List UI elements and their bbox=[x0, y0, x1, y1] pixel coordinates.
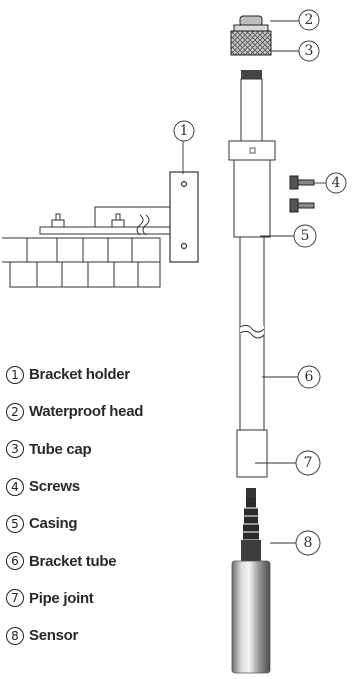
parts-legend: 1 Bracket holder 2 Waterproof head 3 Tub… bbox=[6, 356, 226, 654]
legend-label: Pipe joint bbox=[29, 589, 94, 607]
tube-collar bbox=[228, 140, 276, 161]
callout-2-number: 2 bbox=[305, 12, 314, 28]
legend-label: Bracket tube bbox=[29, 552, 117, 570]
callout-5: 5 bbox=[293, 224, 317, 248]
pipe-joint bbox=[236, 429, 268, 478]
legend-number: 7 bbox=[6, 589, 24, 608]
legend-label: Casing bbox=[29, 515, 78, 533]
screws bbox=[289, 175, 315, 213]
legend-number: 3 bbox=[6, 440, 24, 459]
legend-number: 6 bbox=[6, 552, 24, 571]
callout-1: 1 bbox=[173, 120, 195, 142]
tube-thread bbox=[240, 70, 263, 142]
bracket-holder-plate bbox=[169, 171, 199, 263]
callout-3: 3 bbox=[298, 40, 320, 62]
legend-item-sensor: 8 Sensor bbox=[6, 617, 226, 654]
legend-item-casing: 5 Casing bbox=[6, 505, 226, 542]
legend-label: Waterproof head bbox=[29, 403, 144, 421]
tube-cap bbox=[230, 30, 272, 56]
legend-label: Bracket holder bbox=[29, 366, 130, 384]
callout-4: 4 bbox=[325, 172, 347, 194]
legend-number: 8 bbox=[6, 626, 24, 645]
legend-number: 4 bbox=[6, 477, 24, 496]
sensor bbox=[231, 488, 271, 674]
legend-item-pipe-joint: 7 Pipe joint bbox=[6, 580, 226, 617]
callout-6: 6 bbox=[297, 365, 321, 389]
legend-item-bracket-tube: 6 Bracket tube bbox=[6, 542, 226, 579]
legend-number: 1 bbox=[6, 365, 24, 384]
brick-wall bbox=[2, 237, 161, 288]
callout-8-number: 8 bbox=[304, 535, 313, 551]
legend-item-screws: 4 Screws bbox=[6, 468, 226, 505]
callout-6-number: 6 bbox=[305, 369, 314, 385]
legend-number: 5 bbox=[6, 514, 24, 533]
callout-3-number: 3 bbox=[305, 43, 314, 59]
legend-item-waterproof-head: 2 Waterproof head bbox=[6, 393, 226, 430]
callout-4-number: 4 bbox=[332, 175, 341, 191]
legend-number: 2 bbox=[6, 402, 24, 421]
legend-label: Screws bbox=[29, 478, 80, 496]
legend-item-bracket-holder: 1 Bracket holder bbox=[6, 356, 226, 393]
callout-8: 8 bbox=[295, 530, 321, 556]
wall-bracket-arm bbox=[39, 206, 172, 236]
bracket-tube bbox=[239, 236, 265, 431]
callout-1-number: 1 bbox=[180, 123, 189, 139]
callout-5-number: 5 bbox=[301, 228, 310, 244]
callout-2: 2 bbox=[298, 9, 320, 31]
callout-7-number: 7 bbox=[304, 455, 313, 471]
casing bbox=[233, 159, 271, 238]
legend-label: Sensor bbox=[29, 627, 79, 645]
leader-lines bbox=[182, 20, 326, 544]
callout-7: 7 bbox=[295, 450, 321, 476]
legend-label: Tube cap bbox=[29, 440, 92, 458]
legend-item-tube-cap: 3 Tube cap bbox=[6, 431, 226, 468]
waterproof-head bbox=[233, 15, 269, 32]
